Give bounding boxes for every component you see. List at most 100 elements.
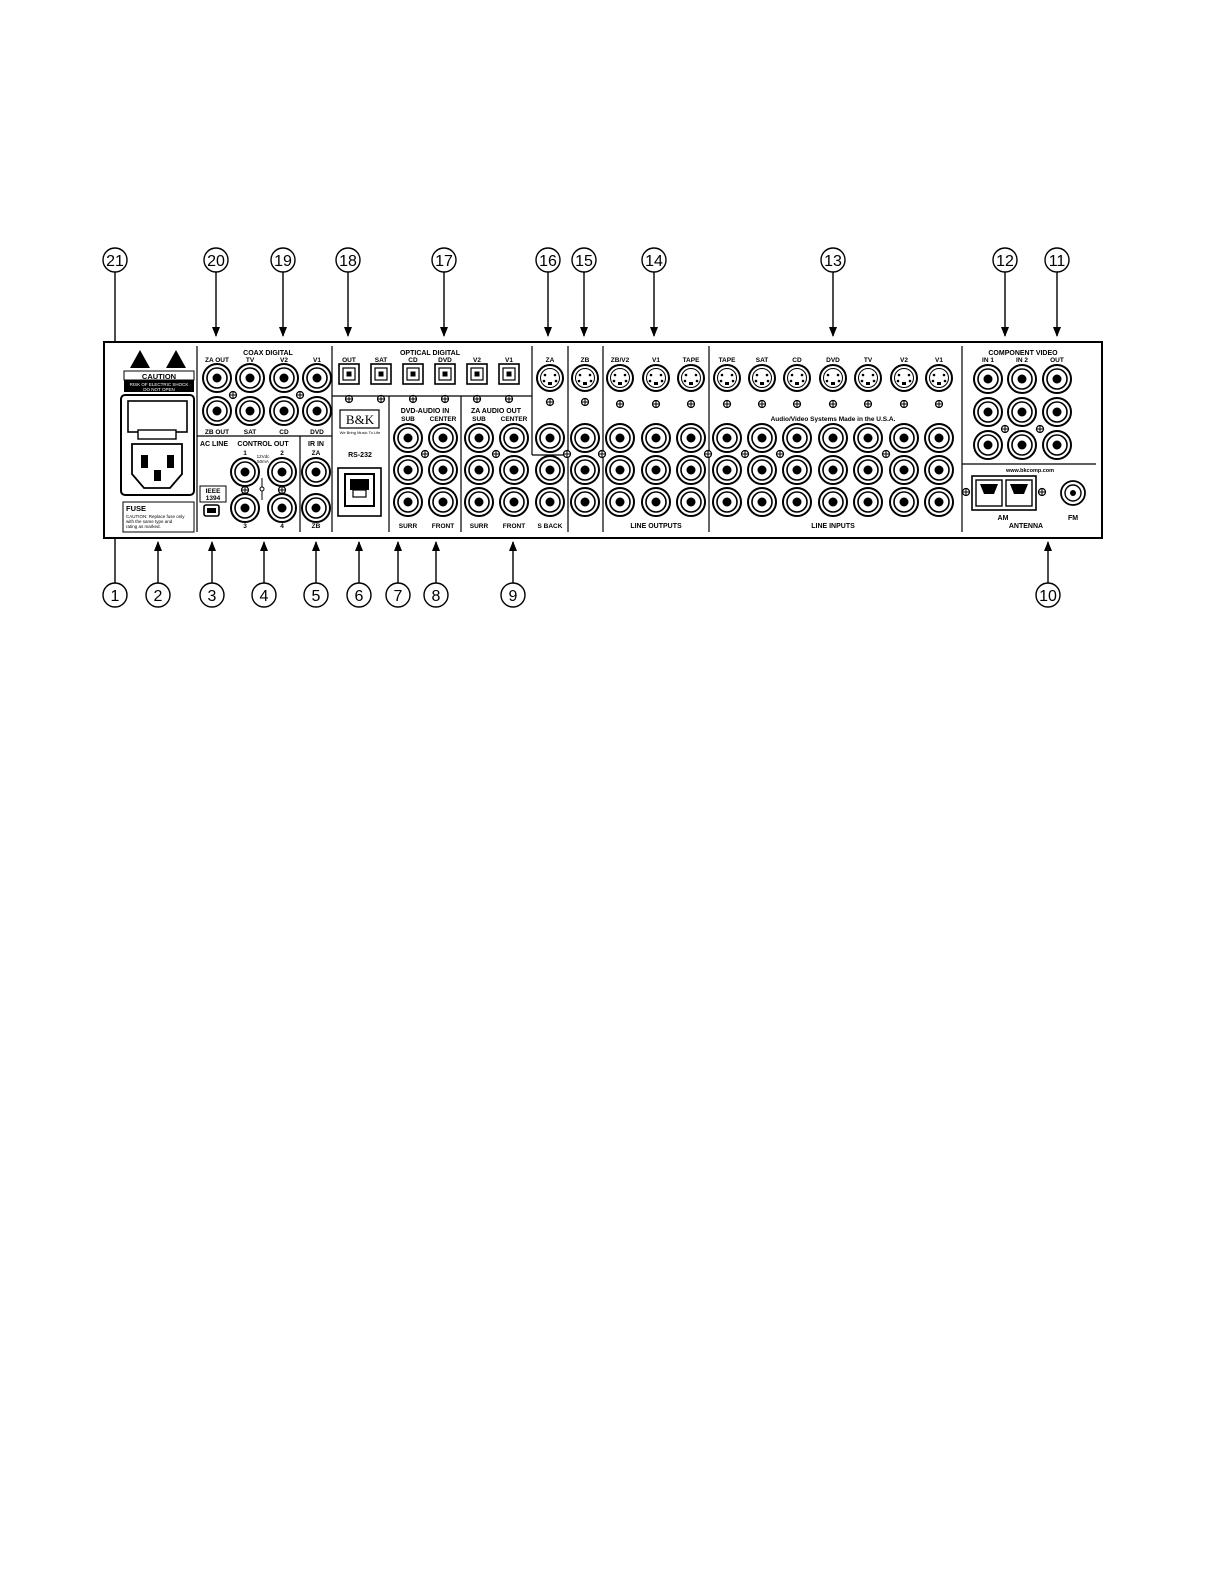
line-in-svideo-jack[interactable] (925, 364, 953, 392)
line-out-jack[interactable] (605, 423, 635, 453)
line-out-svideo-jack[interactable] (606, 364, 634, 392)
optical-jack[interactable] (402, 363, 424, 385)
line-in-jack[interactable] (924, 455, 954, 485)
line-in-jack[interactable] (818, 487, 848, 517)
line-in-jack[interactable] (782, 455, 812, 485)
za-audio-out-jack[interactable] (535, 455, 565, 485)
line-out-jack[interactable] (605, 455, 635, 485)
dvd-audio-jack[interactable] (428, 487, 458, 517)
component-video-jack[interactable] (973, 364, 1003, 394)
ir-in-jack[interactable] (301, 457, 331, 487)
component-video-jack[interactable] (1042, 397, 1072, 427)
optical-jack[interactable] (498, 363, 520, 385)
line-in-jack[interactable] (712, 423, 742, 453)
line-in-jack[interactable] (818, 455, 848, 485)
ir-in-jack[interactable] (301, 493, 331, 523)
optical-jack[interactable] (370, 363, 392, 385)
line-in-svideo-jack[interactable] (748, 364, 776, 392)
line-out-jack[interactable] (605, 487, 635, 517)
component-video-jack[interactable] (1007, 430, 1037, 460)
line-in-jack[interactable] (924, 487, 954, 517)
optical-jack[interactable] (434, 363, 456, 385)
svideo-zb-jack[interactable] (571, 364, 599, 392)
line-in-jack[interactable] (853, 487, 883, 517)
dvd-audio-jack[interactable] (428, 455, 458, 485)
fm-antenna-jack[interactable] (1060, 480, 1086, 506)
line-in-jack[interactable] (747, 423, 777, 453)
line-in-jack[interactable] (853, 423, 883, 453)
line-in-jack[interactable] (712, 455, 742, 485)
coax-jack[interactable] (202, 396, 232, 426)
optical-jack[interactable] (338, 363, 360, 385)
line-in-svideo-jack[interactable] (890, 364, 918, 392)
line-in-jack[interactable] (747, 455, 777, 485)
callout-10-label: 10 (1039, 588, 1057, 605)
line-in-svideo-jack[interactable] (713, 364, 741, 392)
line-in-jack[interactable] (889, 487, 919, 517)
zb-video-jack[interactable] (570, 455, 600, 485)
callout-5: 5 (303, 582, 329, 608)
coax-jack[interactable] (202, 363, 232, 393)
za-video-jack[interactable] (535, 423, 565, 453)
line-in-jack[interactable] (853, 455, 883, 485)
am-antenna-terminals[interactable] (961, 475, 1047, 511)
rs232-port[interactable]: RS-232 (337, 452, 382, 517)
line-out-svideo-jack[interactable] (677, 364, 705, 392)
zb-video-jack[interactable] (570, 487, 600, 517)
dvd-audio-jack[interactable] (393, 487, 423, 517)
za-audio-out-jack[interactable] (499, 423, 529, 453)
coax-jack[interactable] (235, 363, 265, 393)
control-out-jack[interactable] (230, 457, 260, 487)
line-out-jack[interactable] (641, 455, 671, 485)
control-out-jack[interactable] (267, 457, 297, 487)
line-in-jack[interactable] (889, 455, 919, 485)
line-in-jack[interactable] (924, 423, 954, 453)
line-in-jack[interactable] (712, 487, 742, 517)
line-in-jack[interactable] (818, 423, 848, 453)
line-in-svideo-jack[interactable] (819, 364, 847, 392)
line-out-svideo-jack[interactable] (642, 364, 670, 392)
za-audio-out-jack[interactable] (499, 487, 529, 517)
coax-jack[interactable] (302, 363, 332, 393)
component-video-jack[interactable] (973, 430, 1003, 460)
za-audio-out-jack[interactable] (464, 455, 494, 485)
za-audio-out-jack[interactable] (464, 423, 494, 453)
component-video-jack[interactable] (973, 397, 1003, 427)
svideo-za-jack[interactable] (536, 364, 564, 392)
line-in-svideo-jack[interactable] (783, 364, 811, 392)
line-out-jack[interactable] (641, 423, 671, 453)
line-in-jack[interactable] (782, 423, 812, 453)
dvd-audio-jack[interactable] (428, 423, 458, 453)
line-out-jack[interactable] (676, 423, 706, 453)
line-in-jack[interactable] (782, 487, 812, 517)
component-video-jack[interactable] (1007, 397, 1037, 427)
line-in-jack[interactable] (747, 487, 777, 517)
coax-jack[interactable] (235, 396, 265, 426)
za-audio-out-jack[interactable] (535, 487, 565, 517)
line-in-label-tape: TAPE (719, 357, 737, 364)
screw-icon (504, 394, 514, 404)
dvd-audio-jack[interactable] (393, 455, 423, 485)
line-out-jack[interactable] (676, 487, 706, 517)
za-audio-out-jack[interactable] (499, 455, 529, 485)
component-video-jack[interactable] (1042, 364, 1072, 394)
zb-video-jack[interactable] (570, 423, 600, 453)
line-out-jack[interactable] (676, 455, 706, 485)
component-video-jack[interactable] (1042, 430, 1072, 460)
coax-jack[interactable] (302, 396, 332, 426)
control-out-jack[interactable] (230, 493, 260, 523)
control-out-jack[interactable] (267, 493, 297, 523)
line-in-svideo-jack[interactable] (854, 364, 882, 392)
screw-icon (899, 399, 909, 409)
callout-18: 18 (335, 247, 361, 273)
callout-5-label: 5 (312, 588, 321, 605)
ieee-1394-port[interactable]: IEEE 1394 (199, 485, 227, 517)
component-video-jack[interactable] (1007, 364, 1037, 394)
optical-jack[interactable] (466, 363, 488, 385)
line-in-jack[interactable] (889, 423, 919, 453)
line-out-jack[interactable] (641, 487, 671, 517)
coax-jack[interactable] (269, 363, 299, 393)
dvd-audio-jack[interactable] (393, 423, 423, 453)
za-audio-out-jack[interactable] (464, 487, 494, 517)
coax-jack[interactable] (269, 396, 299, 426)
